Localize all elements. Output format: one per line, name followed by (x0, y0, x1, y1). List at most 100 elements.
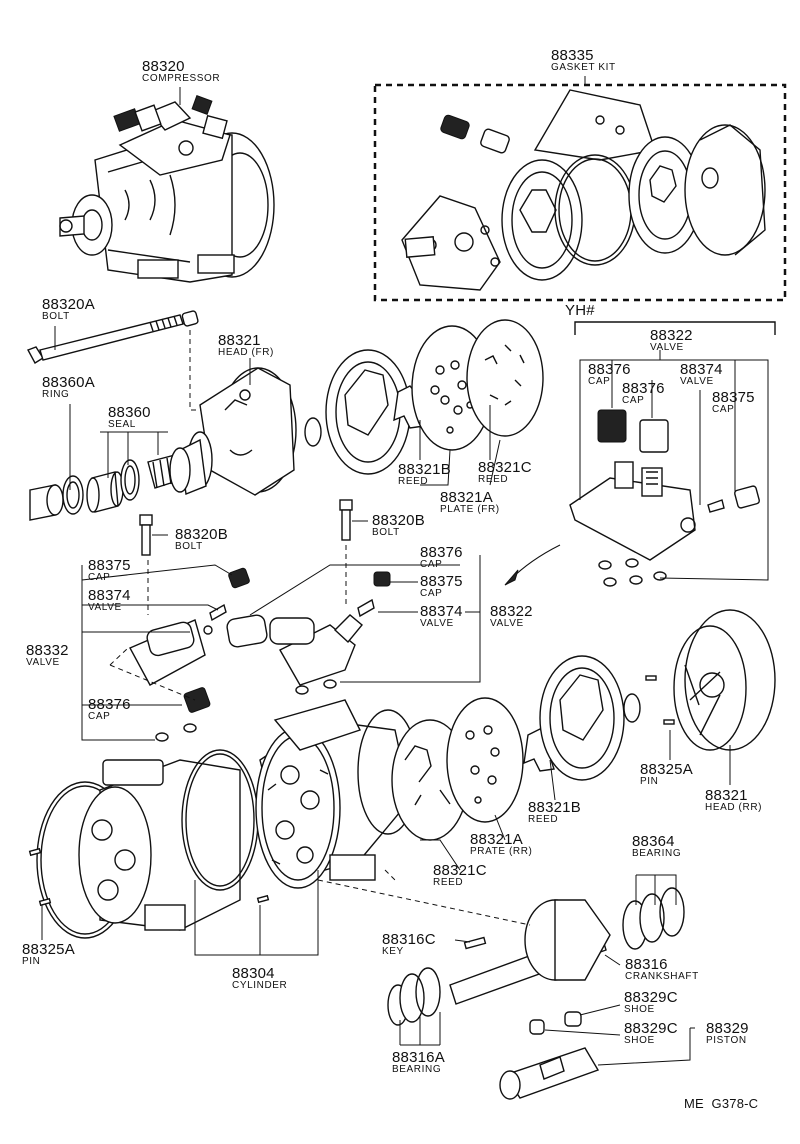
gasket-kit-drawing (401, 89, 766, 291)
part-88374-inset[interactable]: 88374 VALVE (680, 362, 723, 387)
part-number: 88316 (625, 956, 668, 973)
part-name: PRATE (RR) (470, 846, 533, 857)
part-name: PIN (640, 776, 659, 787)
part-88320b-left[interactable]: 88320B BOLT (175, 527, 228, 552)
part-number: 88322 (650, 327, 693, 344)
part-88376-inset-a[interactable]: 88376 CAP (588, 362, 631, 387)
leader-lines (41, 76, 769, 1066)
part-name: VALVE (88, 602, 122, 613)
part-88376-left[interactable]: 88376 CAP (88, 697, 131, 722)
part-name: VALVE (650, 342, 684, 353)
part-88376-right[interactable]: 88376 CAP (420, 545, 463, 570)
part-88329[interactable]: 88329 PISTON (706, 1021, 749, 1046)
part-name: PLATE (FR) (440, 504, 500, 515)
part-number: 88374 (420, 603, 463, 620)
part-number: 88374 (88, 587, 131, 604)
part-number: 88325A (640, 761, 693, 778)
head-front-drawing (169, 367, 322, 496)
part-88374-left[interactable]: 88374 VALVE (88, 588, 131, 613)
part-name: VALVE (420, 618, 454, 629)
part-88316c[interactable]: 88316C KEY (382, 932, 436, 957)
part-88304[interactable]: 88304 CYLINDER (232, 966, 287, 991)
part-number: 88329 (706, 1020, 749, 1037)
part-88375-right[interactable]: 88375 CAP (420, 574, 463, 599)
long-bolt-drawing (27, 310, 199, 364)
part-name: COMPRESSOR (142, 73, 221, 84)
part-number: 88376 (622, 380, 665, 397)
inset-arrow (509, 544, 561, 581)
part-88325a-right[interactable]: 88325A PIN (640, 762, 693, 787)
plate-front-drawing (325, 319, 544, 475)
part-name: BOLT (372, 527, 400, 538)
part-88316a[interactable]: 88316A BEARING (392, 1050, 445, 1075)
part-name: CAP (712, 404, 735, 415)
part-name: BOLT (42, 311, 70, 322)
part-number: 88376 (588, 361, 631, 378)
part-88321c-bottom[interactable]: 88321C REED (433, 863, 487, 888)
part-88374-right[interactable]: 88374 VALVE (420, 604, 463, 629)
cylinder-drawing (28, 699, 419, 939)
part-88321a-top[interactable]: 88321A PLATE (FR) (440, 490, 500, 515)
part-number: 88375 (88, 557, 131, 574)
part-88329c-a[interactable]: 88329C SHOE (624, 990, 678, 1015)
part-number: 88376 (420, 544, 463, 561)
part-88321c-top[interactable]: 88321C REED (478, 460, 532, 485)
part-name: CAP (420, 588, 443, 599)
rear-plates-drawing (391, 609, 776, 841)
part-number: 88335 (551, 47, 594, 64)
part-name: BOLT (175, 541, 203, 552)
part-88316[interactable]: 88316 CRANKSHAFT (625, 957, 699, 982)
part-88376-inset-b[interactable]: 88376 CAP (622, 381, 665, 406)
part-88325a-left[interactable]: 88325A PIN (22, 942, 75, 967)
part-name: SEAL (108, 419, 136, 430)
part-88360a[interactable]: 88360A RING (42, 375, 95, 400)
part-name: BEARING (632, 848, 682, 859)
part-88321-head-rr[interactable]: 88321 HEAD (RR) (705, 788, 762, 813)
part-name: SHOE (624, 1004, 655, 1015)
part-name: CRANKSHAFT (625, 971, 699, 982)
part-name: CAP (588, 376, 611, 387)
part-88320[interactable]: 88320 COMPRESSOR (142, 59, 220, 84)
part-number: 88329C (624, 989, 678, 1006)
part-name: CAP (622, 395, 645, 406)
part-88375-left[interactable]: 88375 CAP (88, 558, 131, 583)
part-88320a[interactable]: 88320A BOLT (42, 297, 95, 322)
part-88321b-bottom[interactable]: 88321B REED (528, 800, 581, 825)
part-88335[interactable]: 88335 GASKET KIT (551, 48, 616, 73)
part-88321a-bottom[interactable]: 88321A PRATE (RR) (470, 832, 532, 857)
part-name: KEY (382, 946, 404, 957)
part-88329c-b[interactable]: 88329C SHOE (624, 1021, 678, 1046)
part-88322-right[interactable]: 88322 VALVE (490, 604, 533, 629)
part-name: HEAD (FR) (218, 347, 274, 358)
part-number: 88320 (142, 58, 185, 75)
part-number: 88375 (712, 389, 755, 406)
part-number: 88321C (433, 862, 487, 879)
part-name: PISTON (706, 1035, 747, 1046)
inset-bracket (574, 321, 776, 335)
part-number: 88321C (478, 459, 532, 476)
part-88321b-top[interactable]: 88321B REED (398, 462, 451, 487)
part-88360[interactable]: 88360 SEAL (108, 405, 151, 430)
inset-tag: YH# (565, 302, 595, 319)
part-number: 88320B (372, 512, 425, 529)
part-88320b-right[interactable]: 88320B BOLT (372, 513, 425, 538)
part-88375-inset[interactable]: 88375 CAP (712, 390, 755, 415)
part-88332[interactable]: 88332 VALVE (26, 643, 69, 668)
gasket-kit-frame (373, 83, 787, 302)
part-name: CAP (88, 572, 111, 583)
part-number: 88320B (175, 526, 228, 543)
compressor-assembly-drawing (59, 95, 275, 283)
part-number: 88321A (470, 831, 523, 848)
part-number: 88320A (42, 296, 95, 313)
part-name: VALVE (490, 618, 524, 629)
part-88322-inset[interactable]: 88322 VALVE (650, 328, 693, 353)
part-name: CAP (88, 711, 111, 722)
part-number: 88321 (705, 787, 748, 804)
part-number: 88321B (398, 461, 451, 478)
part-88364[interactable]: 88364 BEARING (632, 834, 681, 859)
inset-valve-drawing (569, 409, 760, 587)
part-88321-head-fr[interactable]: 88321 HEAD (FR) (218, 333, 274, 358)
part-number: 88374 (680, 361, 723, 378)
